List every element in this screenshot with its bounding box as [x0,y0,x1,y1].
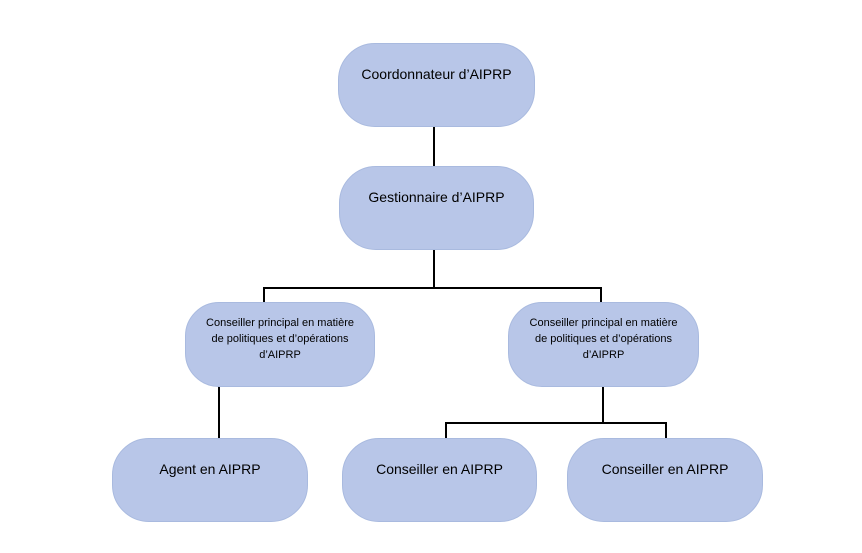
org-node-gestionnaire-label: Gestionnaire d’AIPRP [368,189,505,205]
org-node-conseiller-principal-droit-line2: de politiques et d’opérations [535,333,672,345]
connector-drop-to-conseiller-1 [445,422,447,439]
connector-coordonnateur-to-gestionnaire [433,126,435,166]
connector-drop-to-principal-gauche [263,287,265,303]
org-node-conseiller-principal-gauche-line1: Conseiller principal en matière [206,317,354,329]
org-node-agent: Agent en AIPRP [112,438,308,522]
connector-principal-droit-stem [602,387,604,423]
connector-drop-to-principal-droit [600,287,602,303]
connector-drop-to-conseiller-2 [665,422,667,439]
org-node-coordonnateur: Coordonnateur d’AIPRP [338,43,535,127]
connector-gestionnaire-stem [433,250,435,288]
org-node-agent-label: Agent en AIPRP [159,461,261,477]
connector-gestionnaire-crossbar [263,287,602,289]
org-node-conseiller-2: Conseiller en AIPRP [567,438,763,522]
org-node-conseiller-principal-droit: Conseiller principal en matière de polit… [508,302,699,387]
org-node-conseiller-1-label: Conseiller en AIPRP [376,461,503,477]
org-node-conseiller-principal-gauche: Conseiller principal en matière de polit… [185,302,375,387]
connector-principal-droit-crossbar [445,422,667,424]
org-node-coordonnateur-label: Coordonnateur d’AIPRP [361,66,512,82]
connector-principal-gauche-to-agent [218,386,220,439]
org-node-conseiller-principal-gauche-line3: d’AIPRP [259,349,301,361]
org-node-conseiller-principal-gauche-line2: de politiques et d’opérations [211,333,349,345]
org-node-gestionnaire: Gestionnaire d’AIPRP [339,166,534,250]
org-node-conseiller-1: Conseiller en AIPRP [342,438,537,522]
org-node-conseiller-2-label: Conseiller en AIPRP [601,461,729,477]
org-node-conseiller-principal-droit-line1: Conseiller principal en matière [529,317,678,329]
org-node-conseiller-principal-droit-line3: d’AIPRP [582,349,625,361]
